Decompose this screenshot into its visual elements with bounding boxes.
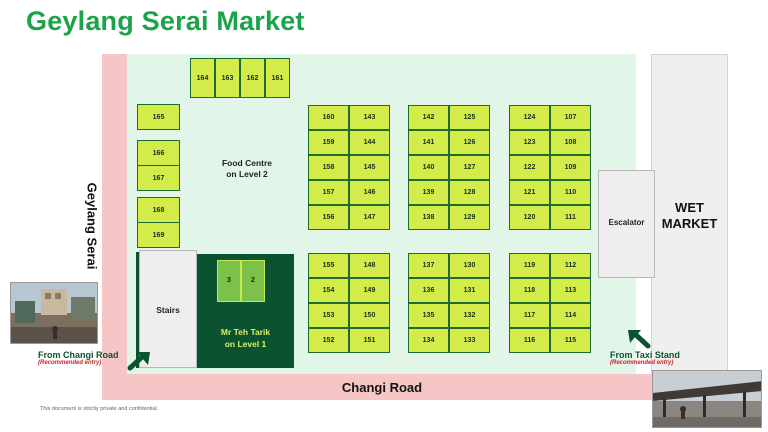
stall-169[interactable]: 169 [137, 222, 180, 248]
taxi-entry-arrow-icon [628, 330, 651, 349]
stall-166[interactable]: 166 [137, 140, 180, 166]
stall-132[interactable]: 132 [449, 303, 490, 328]
stall-159[interactable]: 159 [308, 130, 349, 155]
taxi-stand-entry[interactable]: From Taxi Stand (Recommended entry) [610, 350, 680, 366]
stall-140[interactable]: 140 [408, 155, 449, 180]
stall-145[interactable]: 145 [349, 155, 390, 180]
stall-117[interactable]: 117 [509, 303, 550, 328]
stall-108[interactable]: 108 [550, 130, 591, 155]
stall-131[interactable]: 131 [449, 278, 490, 303]
stall-144[interactable]: 144 [349, 130, 390, 155]
changi-road-entry-label: From Changi Road [38, 350, 119, 360]
changi-road-label: Changi Road [341, 380, 423, 395]
stall-2[interactable]: 2 [241, 260, 265, 302]
stall-122[interactable]: 122 [509, 155, 550, 180]
stall-154[interactable]: 154 [308, 278, 349, 303]
escalator-label: Escalator [608, 218, 645, 227]
stall-163[interactable]: 163 [215, 58, 240, 98]
stall-124[interactable]: 124 [509, 105, 550, 130]
stall-136[interactable]: 136 [408, 278, 449, 303]
stall-141[interactable]: 141 [408, 130, 449, 155]
stall-123[interactable]: 123 [509, 130, 550, 155]
stall-156[interactable]: 156 [308, 205, 349, 230]
stall-107[interactable]: 107 [550, 105, 591, 130]
taxi-stand-entry-note: (Recommended entry) [610, 360, 674, 366]
stall-147[interactable]: 147 [349, 205, 390, 230]
stall-109[interactable]: 109 [550, 155, 591, 180]
stall-151[interactable]: 151 [349, 328, 390, 353]
stall-120[interactable]: 120 [509, 205, 550, 230]
stall-155[interactable]: 155 [308, 253, 349, 278]
stall-143[interactable]: 143 [349, 105, 390, 130]
confidentiality-notice: This document is strictly private and co… [40, 406, 159, 412]
stall-150[interactable]: 150 [349, 303, 390, 328]
stall-146[interactable]: 146 [349, 180, 390, 205]
changi-road-entry-photo [10, 282, 98, 344]
stall-167[interactable]: 167 [137, 165, 180, 191]
food-centre-label: Food Centre on Level 2 [221, 158, 273, 179]
stall-113[interactable]: 113 [550, 278, 591, 303]
stall-139[interactable]: 139 [408, 180, 449, 205]
stall-116[interactable]: 116 [509, 328, 550, 353]
stall-112[interactable]: 112 [550, 253, 591, 278]
stall-161[interactable]: 161 [265, 58, 290, 98]
stall-134[interactable]: 134 [408, 328, 449, 353]
stall-152[interactable]: 152 [308, 328, 349, 353]
stall-129[interactable]: 129 [449, 205, 490, 230]
stall-148[interactable]: 148 [349, 253, 390, 278]
stall-3[interactable]: 3 [217, 260, 241, 302]
geylang-serai-road [102, 54, 127, 400]
taxi-stand-photo [652, 370, 762, 428]
wet-market-label: WET MARKET [661, 200, 718, 231]
changi-entry-arrow-icon [127, 352, 150, 371]
stall-125[interactable]: 125 [449, 105, 490, 130]
changi-road-entry-note: (Recommended entry) [38, 360, 102, 366]
stall-126[interactable]: 126 [449, 130, 490, 155]
stall-153[interactable]: 153 [308, 303, 349, 328]
stall-138[interactable]: 138 [408, 205, 449, 230]
stairs-edge [136, 252, 140, 368]
stall-130[interactable]: 130 [449, 253, 490, 278]
stall-119[interactable]: 119 [509, 253, 550, 278]
stall-158[interactable]: 158 [308, 155, 349, 180]
stall-165[interactable]: 165 [137, 104, 180, 130]
escalator[interactable] [598, 170, 655, 278]
stall-168[interactable]: 168 [137, 197, 180, 223]
stall-137[interactable]: 137 [408, 253, 449, 278]
stall-127[interactable]: 127 [449, 155, 490, 180]
stall-121[interactable]: 121 [509, 180, 550, 205]
stall-114[interactable]: 114 [550, 303, 591, 328]
stall-128[interactable]: 128 [449, 180, 490, 205]
stall-133[interactable]: 133 [449, 328, 490, 353]
stall-142[interactable]: 142 [408, 105, 449, 130]
stairs-label: Stairs [156, 305, 180, 315]
geylang-serai-label: Geylang Serai [84, 182, 100, 270]
page-title: Geylang Serai Market [26, 6, 305, 36]
taxi-stand-entry-label: From Taxi Stand [610, 350, 680, 360]
stall-118[interactable]: 118 [509, 278, 550, 303]
stall-149[interactable]: 149 [349, 278, 390, 303]
stairs[interactable] [139, 250, 197, 368]
stall-135[interactable]: 135 [408, 303, 449, 328]
changi-road-entry[interactable]: From Changi Road (Recommended entry) [38, 350, 119, 366]
stall-111[interactable]: 111 [550, 205, 591, 230]
stall-115[interactable]: 115 [550, 328, 591, 353]
mr-teh-tarik-label: Mr Teh Tarik on Level 1 [220, 327, 271, 349]
stall-164[interactable]: 164 [190, 58, 215, 98]
stall-160[interactable]: 160 [308, 105, 349, 130]
stall-162[interactable]: 162 [240, 58, 265, 98]
stall-110[interactable]: 110 [550, 180, 591, 205]
changi-road [102, 374, 728, 400]
stall-157[interactable]: 157 [308, 180, 349, 205]
